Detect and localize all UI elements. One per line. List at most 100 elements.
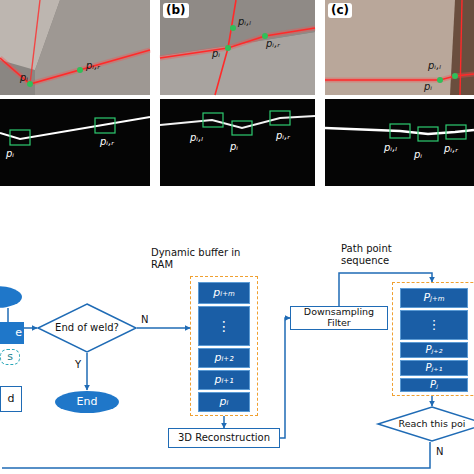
steel-plate [450,0,474,95]
point-label: pᵢ,ₗ [384,142,397,153]
node-text: Pⱼ₊₁ [403,361,465,375]
photo-background [325,0,474,95]
point-label: pᵢ,ᵣ [100,136,114,147]
point-label: pᵢ [20,72,28,83]
stripe-image [0,99,150,186]
point-label: pᵢ,ᵣ [444,143,458,154]
process-box: 3D Reconstruction [168,428,280,448]
point-label: pᵢ,ᵣ [86,60,100,71]
laser-glow [0,50,150,84]
flow-arrow [137,327,190,329]
panel-label: (c) [328,3,352,18]
io-shape: e [0,322,24,344]
roi-box [270,111,290,125]
ellipse-shape [55,391,119,413]
buffer-cell: pᵢ₊ₘ [198,282,250,304]
laser-line [460,0,462,95]
node-text: End of weld? [39,303,135,353]
node-text: Reach this poi [389,406,474,442]
node-text: Pⱼ₊ₘ [403,289,465,307]
branch-label: N [436,446,443,457]
node-text: ⋮ [403,311,465,339]
point-label: pᵢ [414,149,422,160]
node-text: Pⱼ₊₂ [403,343,465,357]
buffer-cell: Pⱼ₊ₘ [400,288,468,308]
point-label: pᵢ,ᵣ [266,38,280,49]
buffer-cell: ⋮ [198,306,250,346]
laser-line [215,0,236,95]
roi-box [203,113,223,127]
buffer-cell: pᵢ₊₂ [198,348,250,368]
node-text: End [56,390,118,414]
node-text: pᵢ [201,393,247,411]
flow-arrow [24,327,37,329]
node-text: 3D Reconstruction [171,429,277,447]
roi-box [418,127,438,141]
roi-box [446,125,466,139]
flow-arrow [86,353,88,390]
steel-plate [35,0,150,95]
laser-stripe [160,116,315,128]
terminal-ellipse: End [54,390,120,414]
laser-line [160,28,315,58]
branch-label: N [141,314,148,325]
buffer-box: Path point sequencePⱼ₊ₘ⋮Pⱼ₊₂Pⱼ₊₁Pⱼ [392,282,474,396]
feature-point [230,25,236,31]
buffer-cell: ⋮ [400,310,468,340]
flow-arrow [223,416,225,428]
roi-boxes [10,111,466,145]
node-text: Pⱼ [403,379,465,391]
laser-stripe [0,117,150,139]
process-box: Downsampling Filter [290,306,388,330]
stripe-image [325,99,474,186]
buffer-cell: pᵢ₊₁ [198,370,250,390]
point-label: pᵢ [424,81,432,92]
feature-point [77,67,83,73]
roi-box [95,118,115,133]
panel-label: (b) [163,3,189,18]
buffer-box: Dynamic buffer in RAMpᵢ₊ₘ⋮pᵢ₊₂pᵢ₊₁pᵢ [190,276,258,416]
node-text: d [3,387,19,411]
node-text: e [2,322,22,344]
diamond-shape [378,407,474,441]
laser-glow [325,74,474,80]
roi-box [232,121,252,135]
point-label: pᵢ,ₗ [190,132,203,143]
point-label: pᵢ,ₗ [238,16,251,27]
flow-arrow [431,396,433,406]
buffer-cell: Pⱼ₊₁ [400,360,468,376]
stripe-image [160,99,315,186]
point-label: pᵢ,ₗ [428,60,441,71]
laser-line [0,50,150,84]
node-text: s [3,350,17,364]
terminal-ellipse [0,286,22,308]
point-label: pᵢ,ᵣ [276,130,290,141]
steel-plate [160,32,315,95]
decision-diamond: End of weld? [37,303,137,353]
point-label: pᵢ [212,48,220,59]
process-box: d [0,386,22,412]
buffer-cell: Pⱼ [400,378,468,392]
point-label: pᵢ [230,141,238,152]
buffer-cell: pᵢ [198,392,250,412]
data-shape: s [0,349,20,365]
node-text: ⋮ [201,307,247,345]
laser-line [30,0,40,84]
decision-diamond: Reach this poi [377,406,474,442]
laser-stripe [325,128,474,134]
buffer-cell: Pⱼ₊₂ [400,342,468,358]
buffer-heading: Path point sequence [341,243,423,266]
branch-label: Y [75,359,81,370]
feature-point [225,45,231,51]
flow-arrow [280,318,290,438]
diamond-shape [38,304,136,352]
node-text: pᵢ₊₁ [201,371,247,389]
laser-line [325,74,474,80]
feature-point [452,73,458,79]
node-text: pᵢ₊ₘ [201,283,247,303]
feature-point [437,77,443,83]
flow-arrow [339,273,432,306]
